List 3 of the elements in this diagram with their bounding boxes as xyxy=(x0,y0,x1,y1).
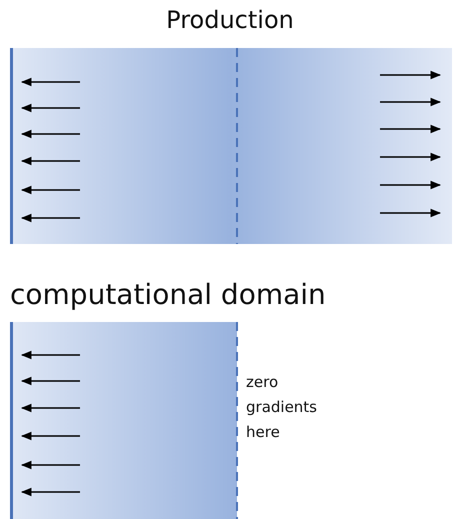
boundary-note: zero gradients here xyxy=(246,372,316,443)
diagram-title: Production xyxy=(165,6,295,34)
section-heading: computational domain xyxy=(10,278,326,311)
